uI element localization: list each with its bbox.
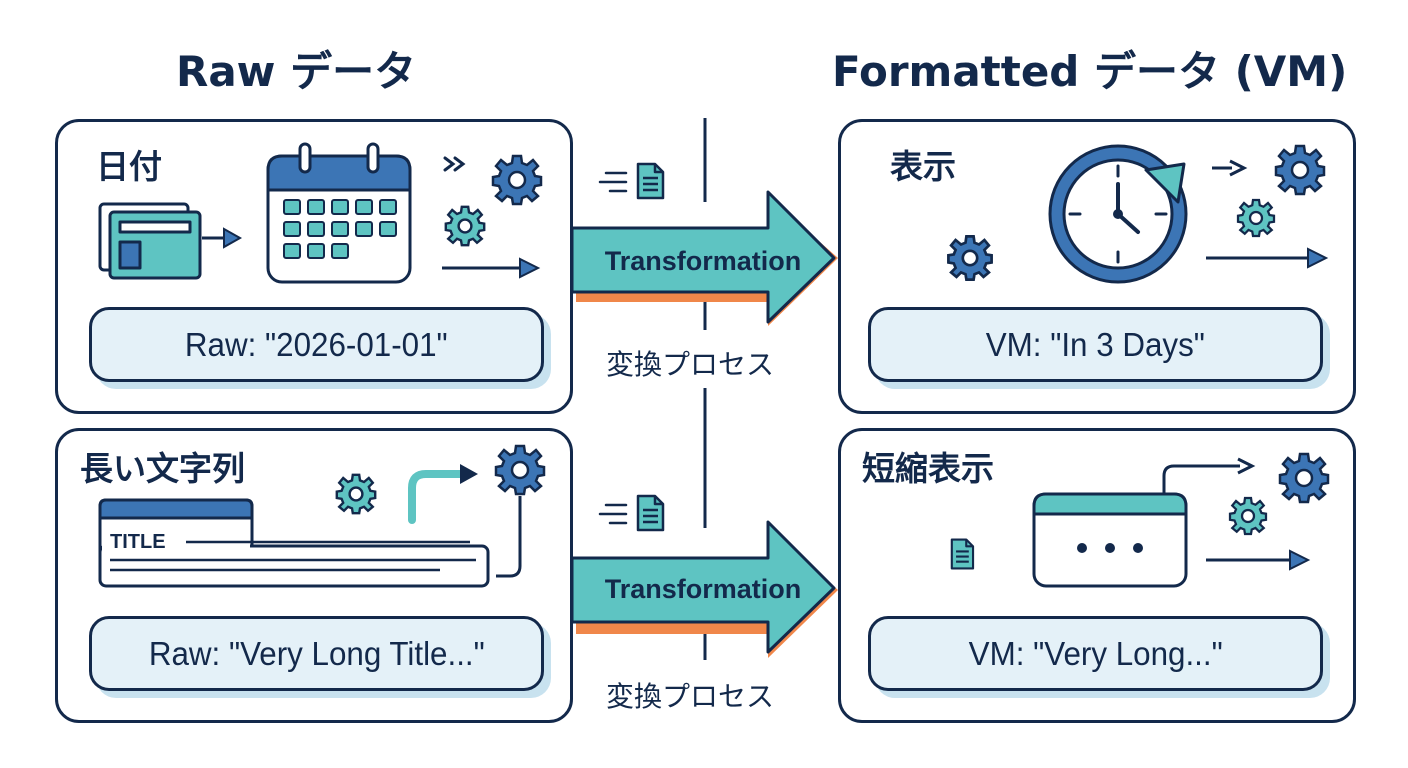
raw-date-value-text: Raw: "2026-01-01" [185, 325, 448, 363]
bent-arrow-icon [408, 464, 478, 524]
gear-icon [444, 205, 486, 247]
vm-string-value-text: VM: "Very Long..." [968, 634, 1223, 672]
transformation-label-bottom: Transformation [605, 574, 802, 604]
vm-string-value: VM: "Very Long..." [868, 616, 1323, 691]
gear-icon [1274, 144, 1326, 196]
connector-line [496, 496, 522, 578]
raw-string-value: Raw: "Very Long Title..." [89, 616, 544, 691]
process-caption-bottom: 変換プロセス [606, 680, 775, 713]
display-label: 表示 [890, 147, 956, 186]
motion-lines-bottom [598, 503, 628, 525]
short-display-label: 短縮表示 [862, 449, 994, 488]
transformation-arrow-bottom: Transformation [570, 520, 838, 658]
window-title-text: TITLE [110, 531, 166, 553]
gear-icon [335, 473, 377, 515]
arrow-right-icon [442, 257, 541, 279]
form-window-icon [98, 202, 202, 280]
gear-icon [947, 235, 993, 281]
gear-icon [1278, 452, 1330, 504]
process-caption-top: 変換プロセス [606, 348, 775, 381]
calendar-icon [266, 142, 412, 284]
gear-icon [494, 444, 546, 496]
arrow-right-icon [1206, 549, 1311, 571]
date-label: 日付 [96, 147, 162, 186]
raw-string-value-text: Raw: "Very Long Title..." [148, 634, 485, 672]
raw-date-value: Raw: "2026-01-01" [89, 307, 544, 382]
gear-icon [491, 154, 543, 206]
vm-date-value: VM: "In 3 Days" [868, 307, 1323, 382]
formatted-data-heading: Formatted データ (VM) [832, 47, 1348, 96]
raw-data-heading: Raw データ [176, 47, 417, 96]
document-icon [950, 538, 975, 570]
vm-date-value-text: VM: "In 3 Days" [985, 325, 1206, 363]
window-icon [1032, 492, 1188, 588]
gear-icon [1228, 496, 1268, 536]
document-icon [636, 494, 665, 532]
arrow-right-icon [1212, 159, 1248, 177]
clock-icon [1048, 144, 1188, 284]
arrow-right-icon [202, 227, 243, 249]
transformation-arrow-top: Transformation [570, 190, 838, 326]
document-icon [636, 162, 665, 200]
motion-lines-top [598, 171, 628, 193]
gear-icon [1236, 198, 1276, 238]
browser-window-icon: TITLE [98, 498, 490, 588]
arrow-right-icon [1162, 457, 1256, 498]
arrow-right-icon [1206, 247, 1329, 269]
long-string-label: 長い文字列 [80, 449, 245, 488]
double-chevron-icon [443, 156, 466, 172]
transformation-label-top: Transformation [605, 246, 802, 276]
